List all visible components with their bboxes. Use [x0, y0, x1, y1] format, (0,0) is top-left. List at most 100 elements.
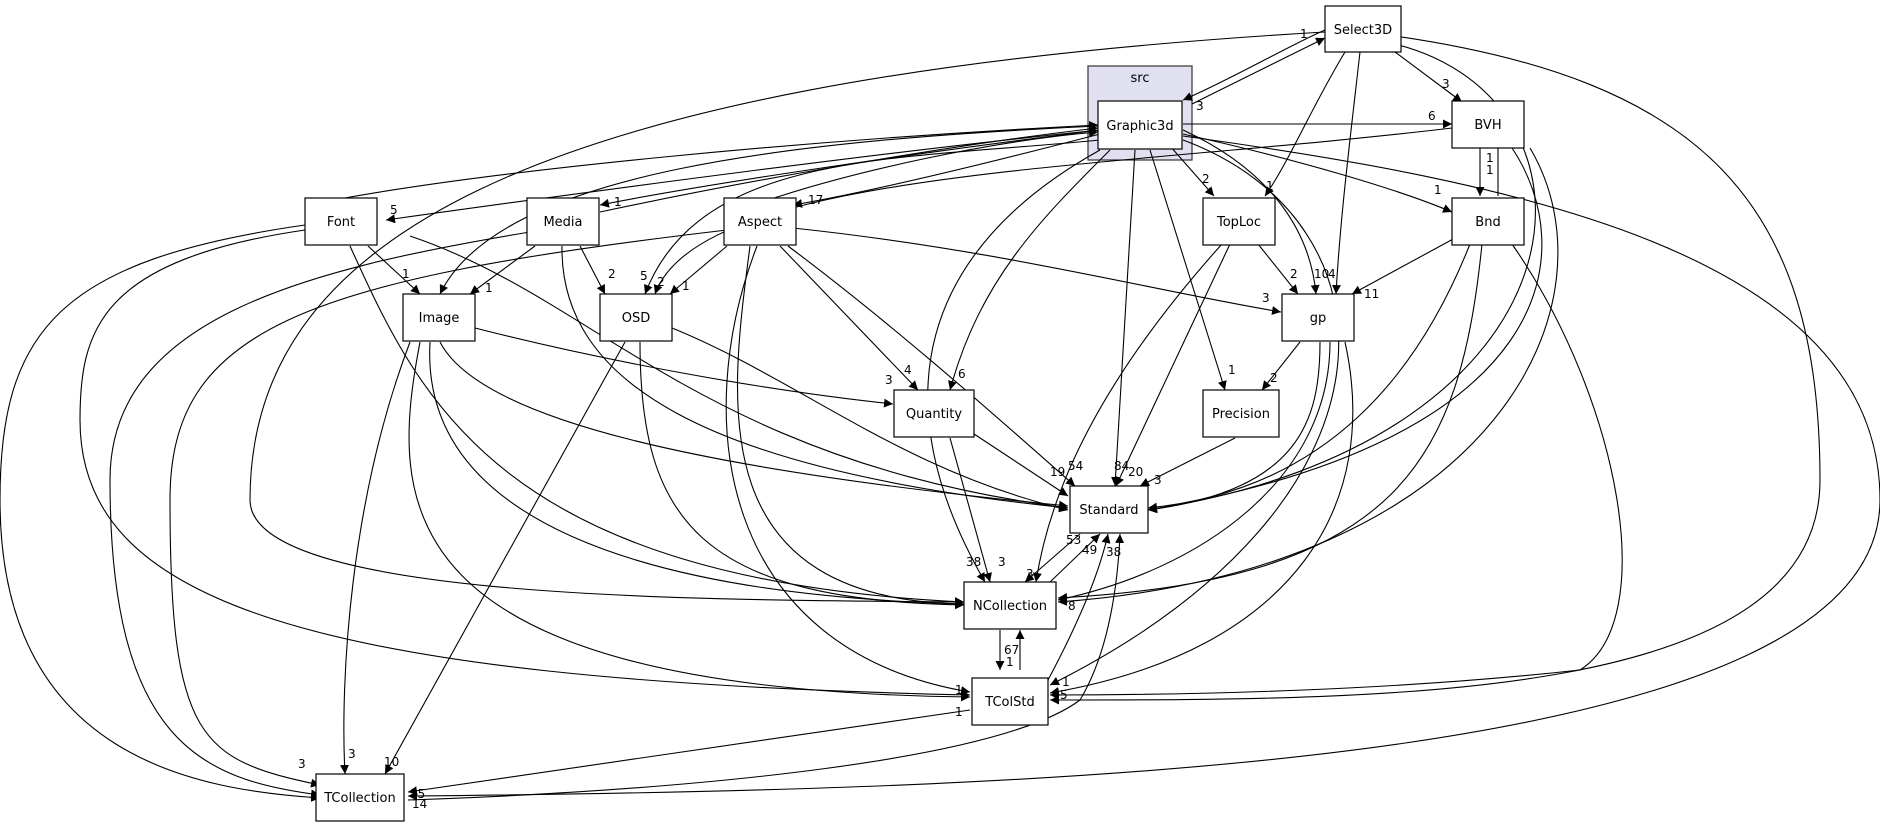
edge-graphic3d-precision — [1149, 149, 1227, 391]
edge-graphic3d-image — [439, 125, 1099, 295]
edge-font-ncollection — [349, 245, 965, 607]
edge-gp-ncollection — [1057, 341, 1331, 603]
node-osd[interactable]: OSD — [599, 293, 673, 342]
edge-label: 2 — [1202, 172, 1210, 186]
edge-label: 3 — [1026, 567, 1034, 581]
cluster-src-label: src — [1131, 71, 1150, 86]
edge-label: 2 — [1290, 267, 1298, 281]
edge-toploc-ncollection — [1032, 243, 1223, 583]
edge-label: 1 — [402, 267, 410, 281]
edge-label: 1 — [1266, 179, 1274, 193]
edge-label: 1 — [1300, 27, 1308, 41]
edge-label: 15 — [410, 787, 425, 801]
edge-image-tcolstd — [408, 341, 971, 702]
edge-graphic3d-aspect — [792, 133, 1101, 208]
edge-label: 6 — [958, 367, 966, 381]
node-media-label: Media — [543, 215, 582, 230]
node-tcollection[interactable]: TCollection — [315, 773, 405, 822]
edge-label: 5 — [1060, 688, 1068, 702]
node-toploc[interactable]: TopLoc — [1202, 197, 1276, 246]
edge-image-tcollection — [340, 341, 411, 775]
node-ncollection[interactable]: NCollection — [963, 581, 1057, 630]
edge-bnd-ncollection — [1057, 243, 1483, 603]
edge-media-osd — [579, 245, 606, 295]
edge-label: 2 — [1270, 371, 1278, 385]
node-toploc-label: TopLoc — [1216, 215, 1261, 230]
edge-label: 1 — [955, 705, 963, 719]
node-gp-label: gp — [1310, 311, 1327, 326]
node-font-label: Font — [327, 215, 355, 230]
edge-label: 1 — [1006, 655, 1014, 669]
node-standard-label: Standard — [1079, 503, 1138, 518]
edge-label: 3 — [298, 757, 306, 771]
edge-quantity-standard — [967, 429, 1069, 497]
node-gp[interactable]: gp — [1281, 293, 1355, 342]
edge-label: 19 — [1050, 465, 1065, 479]
edge-label: 3 — [885, 373, 893, 387]
edge-label: 11 — [1364, 287, 1379, 301]
node-select3d[interactable]: Select3D — [1324, 5, 1402, 53]
edge-toploc-standard — [1115, 243, 1231, 487]
edge-label: 3 — [1154, 473, 1162, 487]
edge-bvh-osd — [653, 127, 1453, 295]
edge-select3d-bvh — [1394, 51, 1463, 103]
edge-font-standard — [409, 235, 1069, 512]
node-aspect-label: Aspect — [738, 215, 782, 230]
node-osd-label: OSD — [622, 311, 651, 326]
node-precision[interactable]: Precision — [1202, 389, 1280, 438]
edge-aspect-tcolstd — [725, 245, 971, 695]
node-tcolstd[interactable]: TColStd — [971, 677, 1049, 726]
node-quantity-label: Quantity — [906, 407, 962, 422]
edge-aspect-tcollection — [169, 229, 728, 788]
edge-osd-ncollection — [639, 341, 965, 610]
edge-select3d-ncollection — [249, 31, 1326, 607]
edge-graphic3d-gp — [1182, 129, 1320, 295]
edge-select3d-standard — [1147, 43, 1536, 514]
edge-bnd-tcolstd — [1049, 243, 1623, 700]
node-aspect[interactable]: Aspect — [723, 197, 797, 246]
edge-aspect-quantity — [779, 245, 919, 391]
node-quantity[interactable]: Quantity — [893, 389, 975, 438]
node-ncollection-label: NCollection — [973, 599, 1047, 614]
node-precision-label: Precision — [1212, 407, 1270, 422]
edge-label: 2 — [608, 267, 616, 281]
node-bvh[interactable]: BVH — [1451, 100, 1525, 149]
edge-aspect-graphic3d — [744, 128, 1099, 209]
edge-label: 1 — [1486, 163, 1494, 177]
edge-graphic3d-tcolstd — [1049, 139, 1340, 686]
edge-font-tcollection — [0, 224, 321, 802]
edge-font-graphic3d — [344, 120, 1099, 199]
edge-label: 5 — [640, 269, 648, 283]
edge-tcolstd-standard — [1047, 533, 1111, 681]
edge-select3d-tcolstd — [1049, 35, 1821, 705]
edge-label: 1 — [614, 195, 622, 209]
node-select3d-label: Select3D — [1334, 23, 1392, 38]
edge-label: 1 — [1062, 675, 1070, 689]
edge-label: 49 — [1082, 543, 1097, 557]
edge-osd-standard — [671, 327, 1069, 513]
edge-label: 3 — [348, 747, 356, 761]
edge-image-standard — [439, 341, 1069, 510]
node-media[interactable]: Media — [526, 197, 600, 246]
edge-select3d-gp — [1331, 51, 1361, 295]
node-graphic3d[interactable]: Graphic3d — [1097, 100, 1183, 150]
edge-graphic3d-toploc — [1169, 145, 1215, 197]
edge-gp-precision — [1261, 341, 1301, 391]
edge-label: 14 — [412, 797, 427, 811]
edge-font-tcolstd — [79, 229, 971, 700]
edge-gp-standard — [1147, 341, 1321, 514]
edge-precision-standard — [1139, 437, 1236, 487]
node-image-label: Image — [419, 311, 460, 326]
node-standard[interactable]: Standard — [1069, 485, 1149, 534]
node-image[interactable]: Image — [402, 293, 476, 342]
edge-osd-tcollection — [384, 341, 626, 775]
node-font[interactable]: Font — [304, 197, 378, 246]
edge-bnd-gp — [1351, 237, 1456, 295]
edge-label: 84 — [1114, 459, 1129, 473]
node-bnd[interactable]: Bnd — [1451, 197, 1525, 246]
edge-media-image — [469, 245, 536, 295]
node-tcollection-label: TCollection — [323, 791, 395, 806]
edge-label: 4 — [904, 363, 912, 377]
edge-ncollection-standard — [1049, 533, 1101, 583]
